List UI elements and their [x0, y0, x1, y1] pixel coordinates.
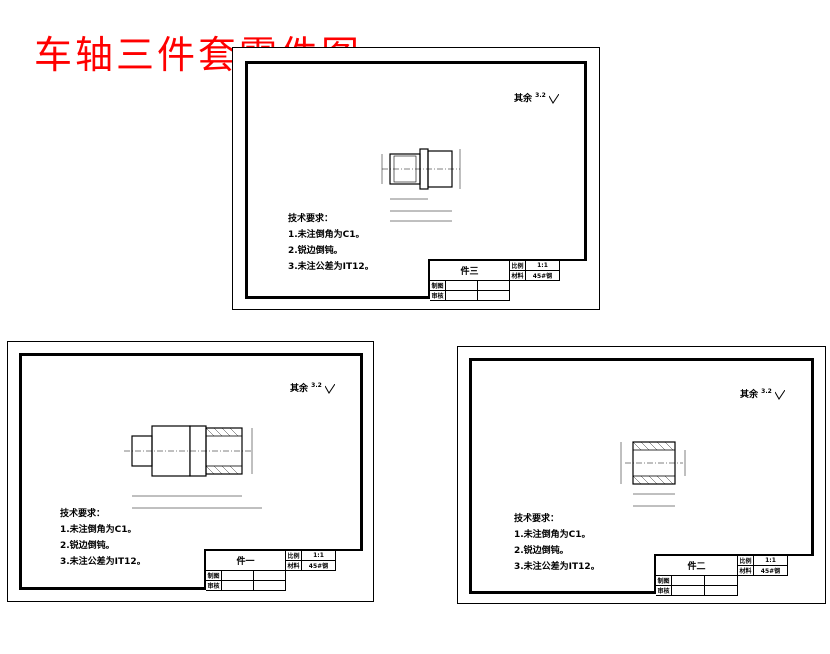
roughness-note: 其余 3.2 — [740, 387, 786, 400]
scale-value: 1:1 — [302, 551, 336, 561]
tech-item: 1.未注倒角为C1。 — [514, 530, 591, 540]
scale-value: 1:1 — [526, 261, 560, 271]
scale-label: 比例 — [286, 551, 302, 561]
checked-value — [446, 291, 478, 301]
surface-roughness-icon — [774, 389, 786, 400]
drawn-value — [222, 571, 254, 581]
roughness-note: 其余 3.2 — [514, 91, 560, 104]
title-block: 件二 比例 1:1 材料 45#钢 制图 审核 — [654, 554, 814, 596]
scale-value: 1:1 — [754, 556, 788, 566]
technical-requirements: 技术要求： 1.未注倒角为C1。 2.锐边倒钝。 3.未注公差为IT12。 — [60, 506, 146, 570]
roughness-value: 3.2 — [761, 388, 772, 395]
tech-item: 2.锐边倒钝。 — [60, 541, 115, 551]
tech-title: 技术要求： — [288, 214, 334, 224]
drawn-label: 制图 — [656, 576, 672, 586]
drawn-value — [446, 281, 478, 291]
surface-roughness-icon — [324, 383, 336, 394]
drawn-date — [254, 571, 286, 581]
material-label: 材料 — [286, 561, 302, 571]
checked-date — [478, 291, 510, 301]
checked-date — [705, 586, 738, 596]
drawn-label: 制图 — [430, 281, 446, 291]
roughness-label: 其余 — [514, 94, 533, 104]
title-block: 件三 比例 1:1 材料 45#钢 制图 审核 — [428, 259, 587, 301]
roughness-value: 3.2 — [535, 92, 546, 99]
checked-value — [222, 581, 254, 591]
checked-value — [672, 586, 705, 596]
part-name: 件二 — [656, 556, 738, 576]
drawing-sheet-part-3: 其余 3.2 技术要求： 1.未注倒角为C1。 2.锐边倒钝。 3.未注公差为I… — [232, 47, 600, 310]
surface-roughness-icon — [548, 93, 560, 104]
material-label: 材料 — [510, 271, 526, 281]
material-label: 材料 — [738, 566, 754, 576]
drawing-sheet-part-2: 其余 3.2 技术要求： 1.未注倒角为C1。 2.锐边倒钝。 3.未注公差为I… — [457, 346, 826, 604]
roughness-note: 其余 3.2 — [290, 381, 336, 394]
checked-label: 审核 — [430, 291, 446, 301]
tech-item: 3.未注公差为IT12。 — [60, 557, 146, 567]
material-value: 45#钢 — [526, 271, 560, 281]
tech-title: 技术要求： — [60, 509, 106, 519]
tech-item: 3.未注公差为IT12。 — [514, 562, 600, 572]
scale-label: 比例 — [738, 556, 754, 566]
checked-date — [254, 581, 286, 591]
part-2-drawing — [620, 441, 686, 507]
technical-requirements: 技术要求： 1.未注倒角为C1。 2.锐边倒钝。 3.未注公差为IT12。 — [514, 511, 600, 575]
part-name: 件一 — [206, 551, 286, 571]
drawing-sheet-part-1: 其余 3.2 技术要求： 1.未注倒角为C1。 2.锐边倒钝。 3.未注公差为I… — [7, 341, 374, 602]
drawing-frame: 其余 3.2 技术要求： 1.未注倒角为C1。 2.锐边倒钝。 3.未注公差为I… — [469, 358, 814, 596]
scale-label: 比例 — [510, 261, 526, 271]
tech-item: 2.锐边倒钝。 — [288, 246, 343, 256]
tech-title: 技术要求： — [514, 514, 560, 524]
checked-label: 审核 — [206, 581, 222, 591]
roughness-value: 3.2 — [311, 382, 322, 389]
technical-requirements: 技术要求： 1.未注倒角为C1。 2.锐边倒钝。 3.未注公差为IT12。 — [288, 211, 374, 275]
drawn-value — [672, 576, 705, 586]
drawing-frame: 其余 3.2 技术要求： 1.未注倒角为C1。 2.锐边倒钝。 3.未注公差为I… — [19, 353, 363, 591]
checked-label: 审核 — [656, 586, 672, 596]
part-3-drawing — [381, 148, 461, 222]
drawn-date — [478, 281, 510, 291]
part-1-drawing — [124, 425, 262, 509]
material-value: 45#钢 — [302, 561, 336, 571]
title-block: 件一 比例 1:1 材料 45#钢 制图 审核 — [204, 549, 363, 591]
roughness-label: 其余 — [740, 390, 759, 400]
tech-item: 3.未注公差为IT12。 — [288, 262, 374, 272]
drawn-label: 制图 — [206, 571, 222, 581]
tech-item: 1.未注倒角为C1。 — [60, 525, 137, 535]
drawn-date — [705, 576, 738, 586]
drawing-frame: 其余 3.2 技术要求： 1.未注倒角为C1。 2.锐边倒钝。 3.未注公差为I… — [245, 61, 587, 301]
part-name: 件三 — [430, 261, 510, 281]
roughness-label: 其余 — [290, 384, 309, 394]
material-value: 45#钢 — [754, 566, 788, 576]
tech-item: 1.未注倒角为C1。 — [288, 230, 365, 240]
tech-item: 2.锐边倒钝。 — [514, 546, 569, 556]
